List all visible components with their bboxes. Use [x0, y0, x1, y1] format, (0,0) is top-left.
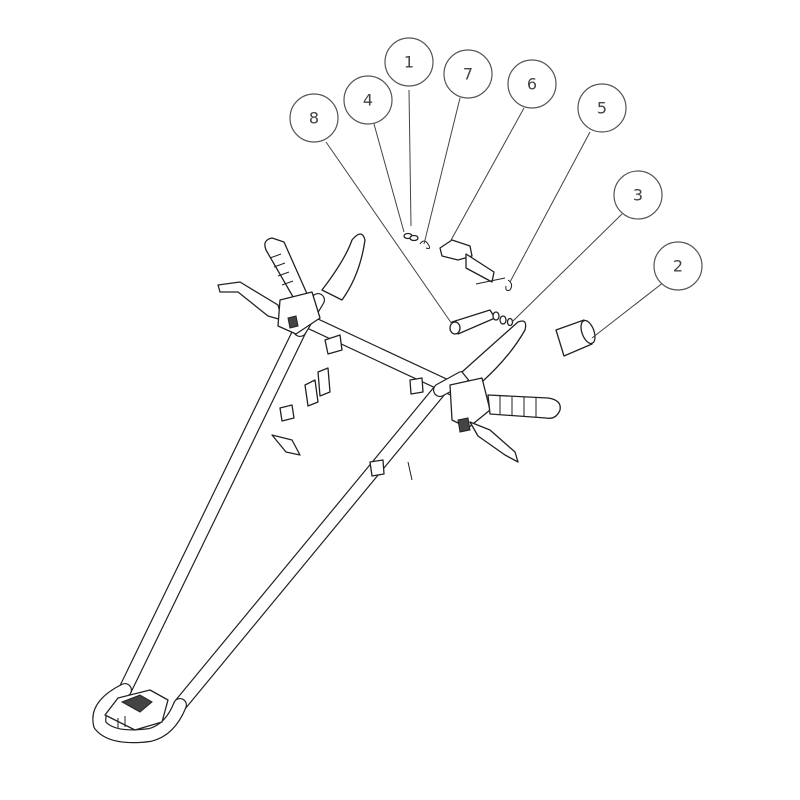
callout-8: 8: [289, 93, 339, 143]
svg-text:8: 8: [309, 109, 319, 128]
frame-brackets: [271, 334, 424, 481]
part-2-knob: [555, 319, 596, 357]
svg-text:2: 2: [673, 257, 683, 276]
part-5-clip: [505, 279, 513, 291]
leader-lines: [325, 89, 665, 339]
callout-4: 4: [343, 75, 393, 125]
callout-6: 6: [507, 59, 557, 109]
left-grip-assembly: [217, 233, 366, 335]
part-4-washer: [403, 232, 419, 242]
handlebar-frame: [92, 293, 469, 744]
svg-text:1: 1: [404, 53, 414, 72]
callout-1: 1: [384, 37, 434, 87]
callout-5: 5: [577, 83, 627, 133]
callout-3: 3: [613, 170, 663, 220]
right-grip-assembly: [449, 320, 561, 463]
part-7-spring: [419, 240, 431, 249]
svg-text:7: 7: [463, 65, 473, 84]
callout-2: 2: [653, 241, 703, 291]
svg-text:5: 5: [597, 99, 607, 118]
part-8-link-rod: [449, 309, 496, 335]
svg-text:6: 6: [527, 75, 537, 94]
part-6-shift-lever: [439, 239, 506, 285]
callout-7: 7: [443, 49, 493, 99]
base-cover: [104, 689, 169, 731]
svg-text:4: 4: [363, 91, 373, 110]
part-3-washers: [492, 311, 514, 327]
svg-text:3: 3: [633, 186, 643, 205]
